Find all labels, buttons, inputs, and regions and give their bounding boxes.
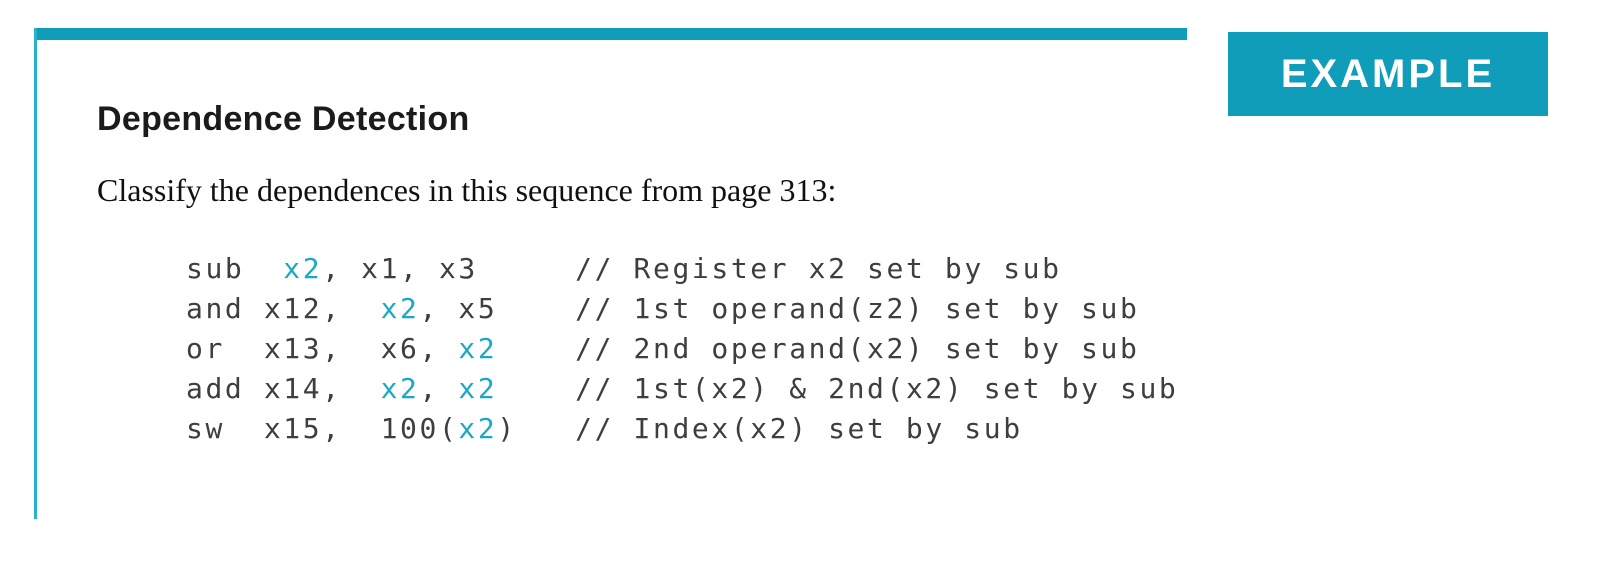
code-line: and x12, x2, x5 // 1st operand(z2) set b… — [186, 289, 1178, 329]
code-block: sub x2, x1, x3 // Register x2 set by sub… — [186, 249, 1178, 449]
code-text: , — [419, 372, 459, 405]
code-text: add x14, — [186, 372, 381, 405]
code-text: // 2nd operand(x2) set by sub — [497, 332, 1140, 365]
register-x2-accent: x2 — [458, 412, 498, 445]
code-text: ) // Index(x2) set by sub — [497, 412, 1023, 445]
code-line: sub x2, x1, x3 // Register x2 set by sub — [186, 249, 1178, 289]
section-heading: Dependence Detection — [97, 100, 470, 138]
code-line: add x14, x2, x2 // 1st(x2) & 2nd(x2) set… — [186, 369, 1178, 409]
code-text: sub — [186, 252, 284, 285]
register-x2-accent: x2 — [458, 372, 498, 405]
code-text: , x5 // 1st operand(z2) set by sub — [419, 292, 1140, 325]
register-x2-accent: x2 — [283, 252, 323, 285]
code-text: and x12, — [186, 292, 381, 325]
intro-text: Classify the dependences in this sequenc… — [97, 172, 837, 208]
register-x2-accent: x2 — [380, 292, 420, 325]
left-teal-rule — [34, 28, 37, 519]
register-x2-accent: x2 — [380, 372, 420, 405]
register-x2-accent: x2 — [458, 332, 498, 365]
example-badge-label: EXAMPLE — [1280, 51, 1496, 96]
code-line: sw x15, 100(x2) // Index(x2) set by sub — [186, 409, 1178, 449]
code-line: or x13, x6, x2 // 2nd operand(x2) set by… — [186, 329, 1178, 369]
example-badge: EXAMPLE — [1228, 32, 1548, 116]
code-text: sw x15, 100( — [186, 412, 459, 445]
top-teal-rule — [34, 28, 1187, 40]
code-text: // 1st(x2) & 2nd(x2) set by sub — [497, 372, 1179, 405]
code-text: , x1, x3 // Register x2 set by sub — [322, 252, 1062, 285]
code-text: or x13, x6, — [186, 332, 459, 365]
